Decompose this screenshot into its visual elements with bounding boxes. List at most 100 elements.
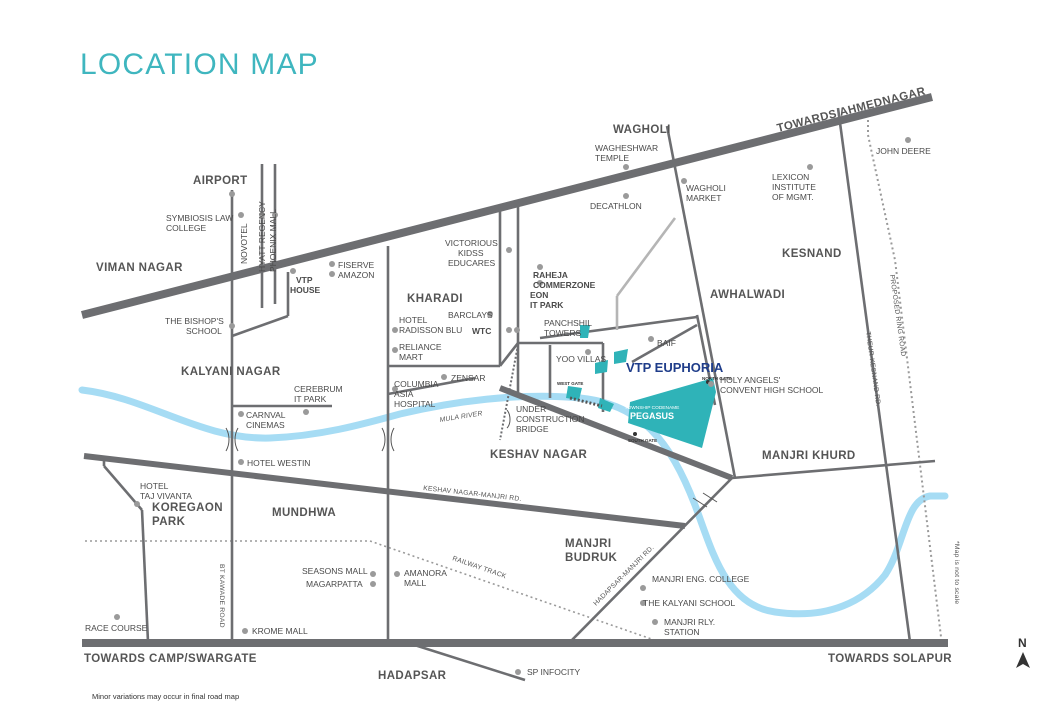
landmark-market: MARKET: [686, 193, 721, 203]
south-gate-label: SOUTH GATE: [628, 438, 657, 443]
landmark-fiserve: FISERVE: [338, 260, 375, 270]
footer-note: Minor variations may occur in final road…: [92, 692, 240, 701]
landmark-seasons: SEASONS MALL: [302, 566, 368, 576]
direction-solapur: TOWARDS SOLAPUR: [828, 653, 952, 665]
landmark-asia: ASIA: [394, 389, 414, 399]
landmark-barclays: BARCLAYS: [448, 310, 493, 320]
landmark-reliance: RELIANCE: [399, 342, 442, 352]
area-park: PARK: [152, 516, 186, 528]
landmark-hyatt: HYATT REGENCY: [257, 201, 267, 272]
landmark-institute: INSTITUTE: [772, 182, 816, 192]
project-parcel: [595, 360, 608, 374]
landmark-amazon: AMAZON: [338, 270, 374, 280]
railway-track: [85, 540, 661, 643]
landmark-sp-infocity: SP INFOCITY: [527, 667, 581, 677]
landmark-commerzone: COMMERZONE: [533, 280, 596, 290]
area-kesnand: KESNAND: [782, 248, 842, 260]
area-kalyani-nagar: KALYANI NAGAR: [181, 366, 281, 378]
landmark-bishops: THE BISHOP'S: [165, 316, 224, 326]
landmark-kalyani-school: THE KALYANI SCHOOL: [643, 598, 736, 608]
landmark-it-park: IT PARK: [530, 300, 564, 310]
landmark-station: STATION: [664, 627, 700, 637]
landmark-school: SCHOOL: [186, 326, 222, 336]
landmark-amanora: AMANORA: [404, 568, 447, 578]
area-budruk: BUDRUK: [565, 552, 618, 564]
township-caption: TOWNSHIP CODENAME: [625, 405, 680, 411]
area-keshav-nagar: KESHAV NAGAR: [490, 449, 588, 461]
project-link: [569, 396, 603, 408]
bridge-markers: [225, 409, 718, 508]
internal-road: [615, 217, 677, 297]
direction-camp: TOWARDS CAMP/SWARGATE: [84, 653, 257, 665]
landmark-under: UNDER: [516, 404, 546, 414]
township-name: PEGASUS: [630, 411, 674, 421]
area-hadapsar: HADAPSAR: [378, 670, 447, 682]
river-label: MULA RIVER: [439, 410, 483, 424]
landmark-bridge: BRIDGE: [516, 424, 549, 434]
landmark-decathlon: DECATHLON: [590, 201, 642, 211]
landmark-phoenix: PHOENIX MALL: [268, 209, 278, 272]
landmark-lexicon: LEXICON: [772, 172, 809, 182]
project-parcel: [598, 398, 614, 412]
landmark-magarpatta: MAGARPATTA: [306, 579, 363, 589]
south-gate-marker: [633, 432, 637, 436]
landmark-columbia: COLUMBIA: [394, 379, 439, 389]
landmark-construction: CONSTRUCTION: [516, 414, 584, 424]
area-mundhwa: MUNDHWA: [272, 507, 336, 519]
north-gate-label: NORTH GATE: [702, 376, 731, 381]
landmark-novotel: NOVOTEL: [239, 223, 249, 264]
landmark-mart: MART: [399, 352, 423, 362]
landmark-raheja: RAHEJA: [533, 270, 568, 280]
area-manjri: MANJRI: [565, 538, 612, 550]
landmark-mall: MALL: [404, 578, 426, 588]
landmark-holy-angels: HOLY ANGELS': [720, 375, 781, 385]
road-label-ring: PROPOSED RING ROAD: [888, 274, 906, 357]
landmark-hospital: HOSPITAL: [394, 399, 436, 409]
landmark-hotel: HOTEL: [399, 315, 428, 325]
page-title: LOCATION MAP: [80, 48, 319, 81]
landmark-manjri-rly: MANJRI RLY.: [664, 617, 715, 627]
project-parcel: [566, 386, 582, 400]
landmark-cinemas: CINEMAS: [246, 420, 285, 430]
bridge-road: [499, 344, 519, 441]
area-manjri-khurd: MANJRI KHURD: [762, 450, 856, 462]
landmark-krome: KROME MALL: [252, 626, 308, 636]
landmark-wagheshwar: WAGHESHWAR: [595, 143, 658, 153]
landmark-race-course: RACE COURSE: [85, 623, 148, 633]
landmark-college: COLLEGE: [166, 223, 206, 233]
landmark-house: HOUSE: [290, 285, 321, 295]
landmark-vtp: VTP: [296, 275, 313, 285]
road-label-kawade: BT KAWADE ROAD: [218, 564, 225, 628]
landmark-cerebrum: CEREBRUM: [294, 384, 343, 394]
landmark-wtc: WTC: [472, 326, 491, 336]
road-label-railway: RAILWAY TRACK: [451, 555, 507, 580]
landmark-panchshil: PANCHSHIL: [544, 318, 592, 328]
area-kharadi: KHARADI: [407, 293, 463, 305]
landmark-victorious: VICTORIOUS: [445, 238, 498, 248]
landmark-eon: EON: [530, 290, 548, 300]
landmark-manjri-eng: MANJRI ENG. COLLEGE: [652, 574, 750, 584]
landmark-westin: HOTEL WESTIN: [247, 458, 310, 468]
road-label-theur: THEUR-KESNAND RD.: [864, 331, 881, 407]
pegasus-township: [628, 378, 716, 448]
landmark-educares: EDUCARES: [448, 258, 496, 268]
landmark-symbiosis: SYMBIOSIS LAW: [166, 213, 233, 223]
landmark-towers: TOWERS: [544, 328, 581, 338]
west-gate-label: WEST GATE: [557, 381, 583, 386]
landmark-dots: [114, 137, 911, 675]
landmark-carnval: CARNVAL: [246, 410, 286, 420]
road-network: [81, 93, 948, 682]
landmark-it-park-2: IT PARK: [294, 394, 327, 404]
north-arrow-icon: [1016, 652, 1030, 668]
landmark-zensar: ZENSAR: [451, 373, 485, 383]
landmark-baif: BAIF: [657, 338, 676, 348]
landmark-yoo-villas: YOO VILLAS: [556, 354, 606, 364]
area-koregaon: KOREGAON: [152, 502, 223, 514]
landmark-mgmt: OF MGMT.: [772, 192, 814, 202]
direction-ahmednagar: TOWARDS AHMEDNAGAR: [776, 85, 927, 134]
proposed-ring-road: [867, 120, 943, 646]
landmark-john-deere: JOHN DEERE: [876, 146, 931, 156]
project-name: VTP EUPHORIA: [626, 360, 724, 375]
landmark-wagholi: WAGHOLI: [686, 183, 726, 193]
